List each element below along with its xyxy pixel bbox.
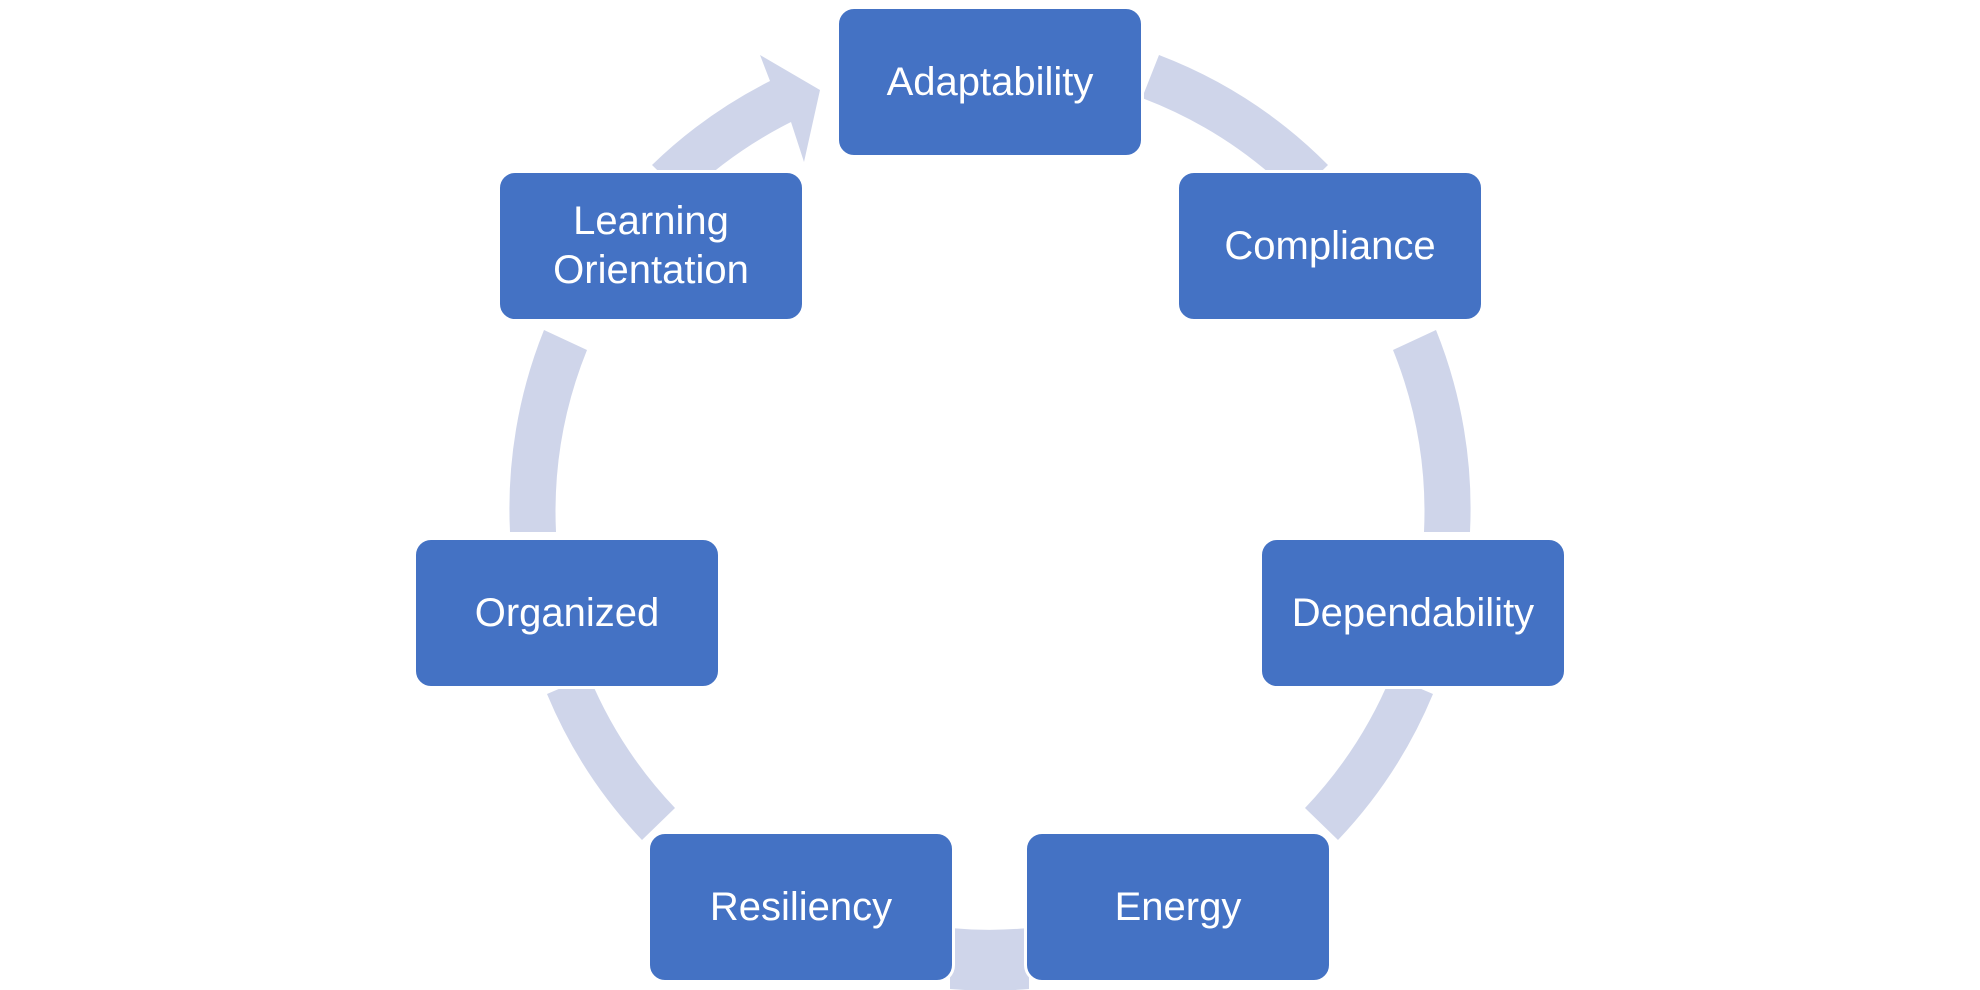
arrow-energy-to-resiliency — [950, 928, 1029, 990]
arrow-resiliency-to-organized — [547, 676, 675, 840]
arrow-adaptability-to-compliance — [1142, 55, 1328, 197]
cycle-arrows — [509, 55, 1471, 990]
node-label-learning-orientation: Learning Orientation — [553, 199, 749, 292]
arrow-dependability-to-energy — [1305, 676, 1433, 840]
node-label-organized: Organized — [474, 590, 660, 635]
node-resiliency: Resiliency — [647, 831, 955, 983]
node-label-resiliency: Resiliency — [709, 884, 893, 929]
node-energy: Energy — [1024, 831, 1332, 983]
arrow-learning-to-adaptability — [652, 55, 820, 197]
arrow-organized-to-learning — [509, 330, 587, 532]
node-dependability: Dependability — [1259, 537, 1567, 689]
node-compliance: Compliance — [1176, 170, 1484, 322]
node-adaptability: Adaptability — [836, 6, 1144, 158]
node-organized: Organized — [413, 537, 721, 689]
node-label-energy: Energy — [1114, 884, 1242, 929]
node-label-compliance: Compliance — [1224, 223, 1436, 268]
arrow-compliance-to-dependability — [1393, 330, 1471, 532]
node-label-adaptability: Adaptability — [886, 59, 1094, 104]
node-learning-orientation: Learning Orientation — [497, 170, 805, 322]
node-label-dependability: Dependability — [1291, 590, 1535, 635]
